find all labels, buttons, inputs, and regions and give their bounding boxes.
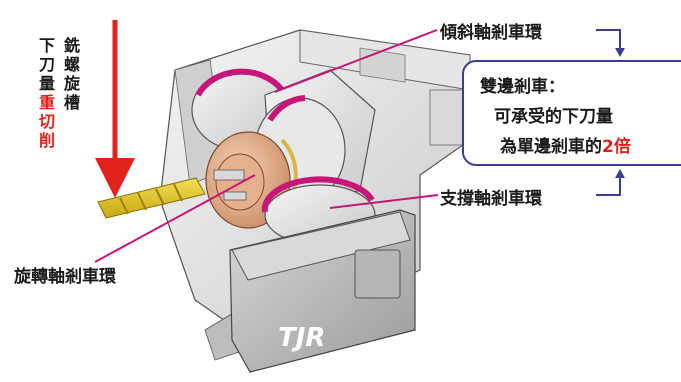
- callout-connector-top: [596, 29, 621, 52]
- vertical-label-spiral: 銑螺旋槽: [63, 36, 80, 112]
- callout-line3-emph: 2倍: [602, 137, 631, 157]
- support-brake-pointer: [329, 194, 439, 209]
- rotary-brake-pointer: [94, 174, 256, 263]
- callout-connector-bottom: [596, 174, 621, 196]
- callout-line3: 為單邊剎車的2倍: [500, 132, 631, 157]
- vertical-label-black: 下刀量: [38, 36, 55, 93]
- callout-line2: 可承受的下刀量: [494, 107, 613, 127]
- top-caption-text: [14, 0, 20, 11]
- vertical-label-red: 重切削: [38, 93, 55, 150]
- label-support-brake: 支撐軸剎車環: [440, 189, 542, 209]
- spiral-drill: [97, 177, 206, 219]
- callout-title: 雙邊剎車：: [480, 77, 565, 97]
- label-tilt-brake: 傾斜軸剎車環: [440, 23, 542, 43]
- label-rotary-brake: 旋轉軸剎車環: [14, 267, 116, 287]
- callout-line3-prefix: 為單邊剎車的: [500, 137, 602, 157]
- top-caption-partial: [0, 0, 681, 11]
- dual-brake-callout: 雙邊剎車： 可承受的下刀量 為單邊剎車的2倍: [462, 60, 681, 166]
- support-axis-housing: [229, 176, 416, 373]
- tjr-logo: TJR: [278, 323, 325, 353]
- tilt-brake-pointer: [274, 29, 438, 93]
